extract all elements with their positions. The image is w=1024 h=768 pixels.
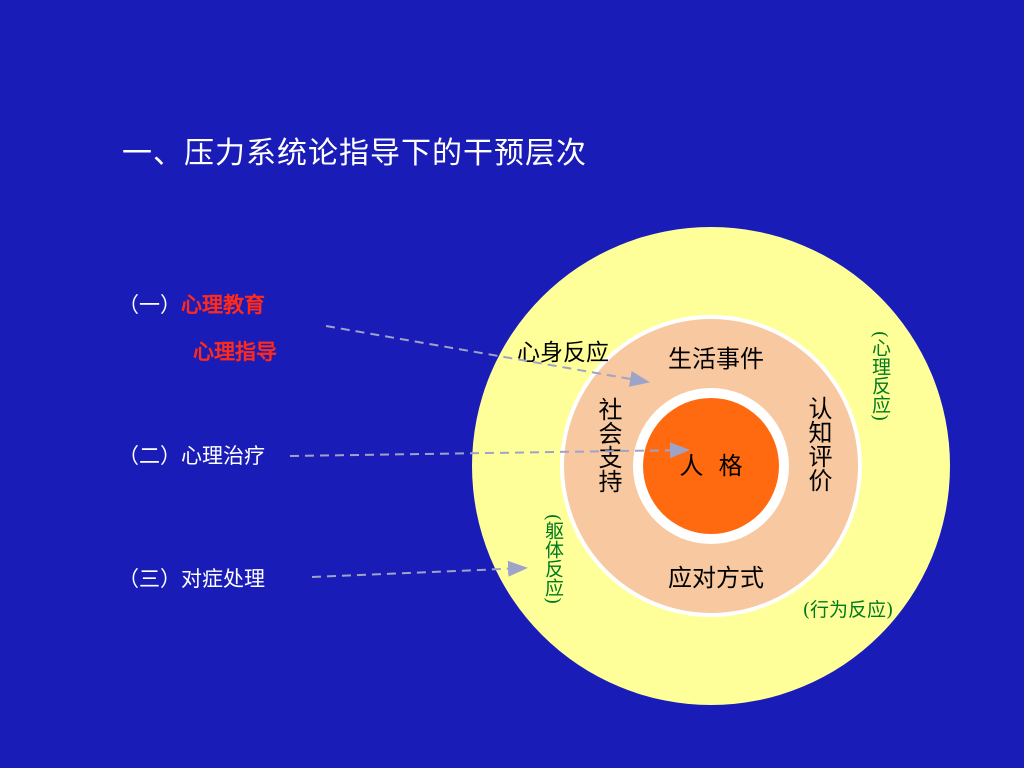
- outer-label-behavior-reaction: (行为反应): [803, 599, 894, 621]
- arrow-level-1: [325, 325, 650, 387]
- level-1-item-psych-education: 心理教育: [181, 293, 265, 317]
- middle-label-cognitive-appraisal: 认知评价: [804, 396, 832, 492]
- level-3-item-symptomatic: 对症处理: [181, 567, 265, 591]
- middle-label-life-events: 生活事件: [668, 345, 764, 373]
- page-title: 一、压力系统论指导下的干预层次: [122, 136, 587, 171]
- middle-label-social-support: 社会支持: [594, 397, 622, 493]
- core-circle: [643, 398, 779, 534]
- level-1-prefix: （一）: [118, 293, 181, 317]
- level-1: （一）心理教育: [118, 289, 265, 319]
- outer-label-somatic-reaction: (躯体反应): [542, 514, 564, 605]
- level-2-prefix: （二）: [118, 444, 181, 468]
- arrow-level-3: [311, 560, 528, 578]
- level-3-prefix: （三）: [118, 567, 181, 591]
- outer-label-psych-reaction: (心理反应): [869, 331, 891, 422]
- level-1-second: 心理指导: [193, 336, 277, 366]
- level-2: （二）心理治疗: [118, 440, 265, 470]
- core-label: 人 格: [679, 452, 742, 480]
- level-2-item-psychotherapy: 心理治疗: [181, 444, 265, 468]
- level-3: （三）对症处理: [118, 563, 265, 593]
- level-1-item-psych-guidance: 心理指导: [193, 340, 277, 364]
- outer-label-psychosomatic: 心身反应: [517, 340, 609, 366]
- arrow-level-2: [289, 442, 690, 459]
- middle-label-coping: 应对方式: [668, 564, 764, 592]
